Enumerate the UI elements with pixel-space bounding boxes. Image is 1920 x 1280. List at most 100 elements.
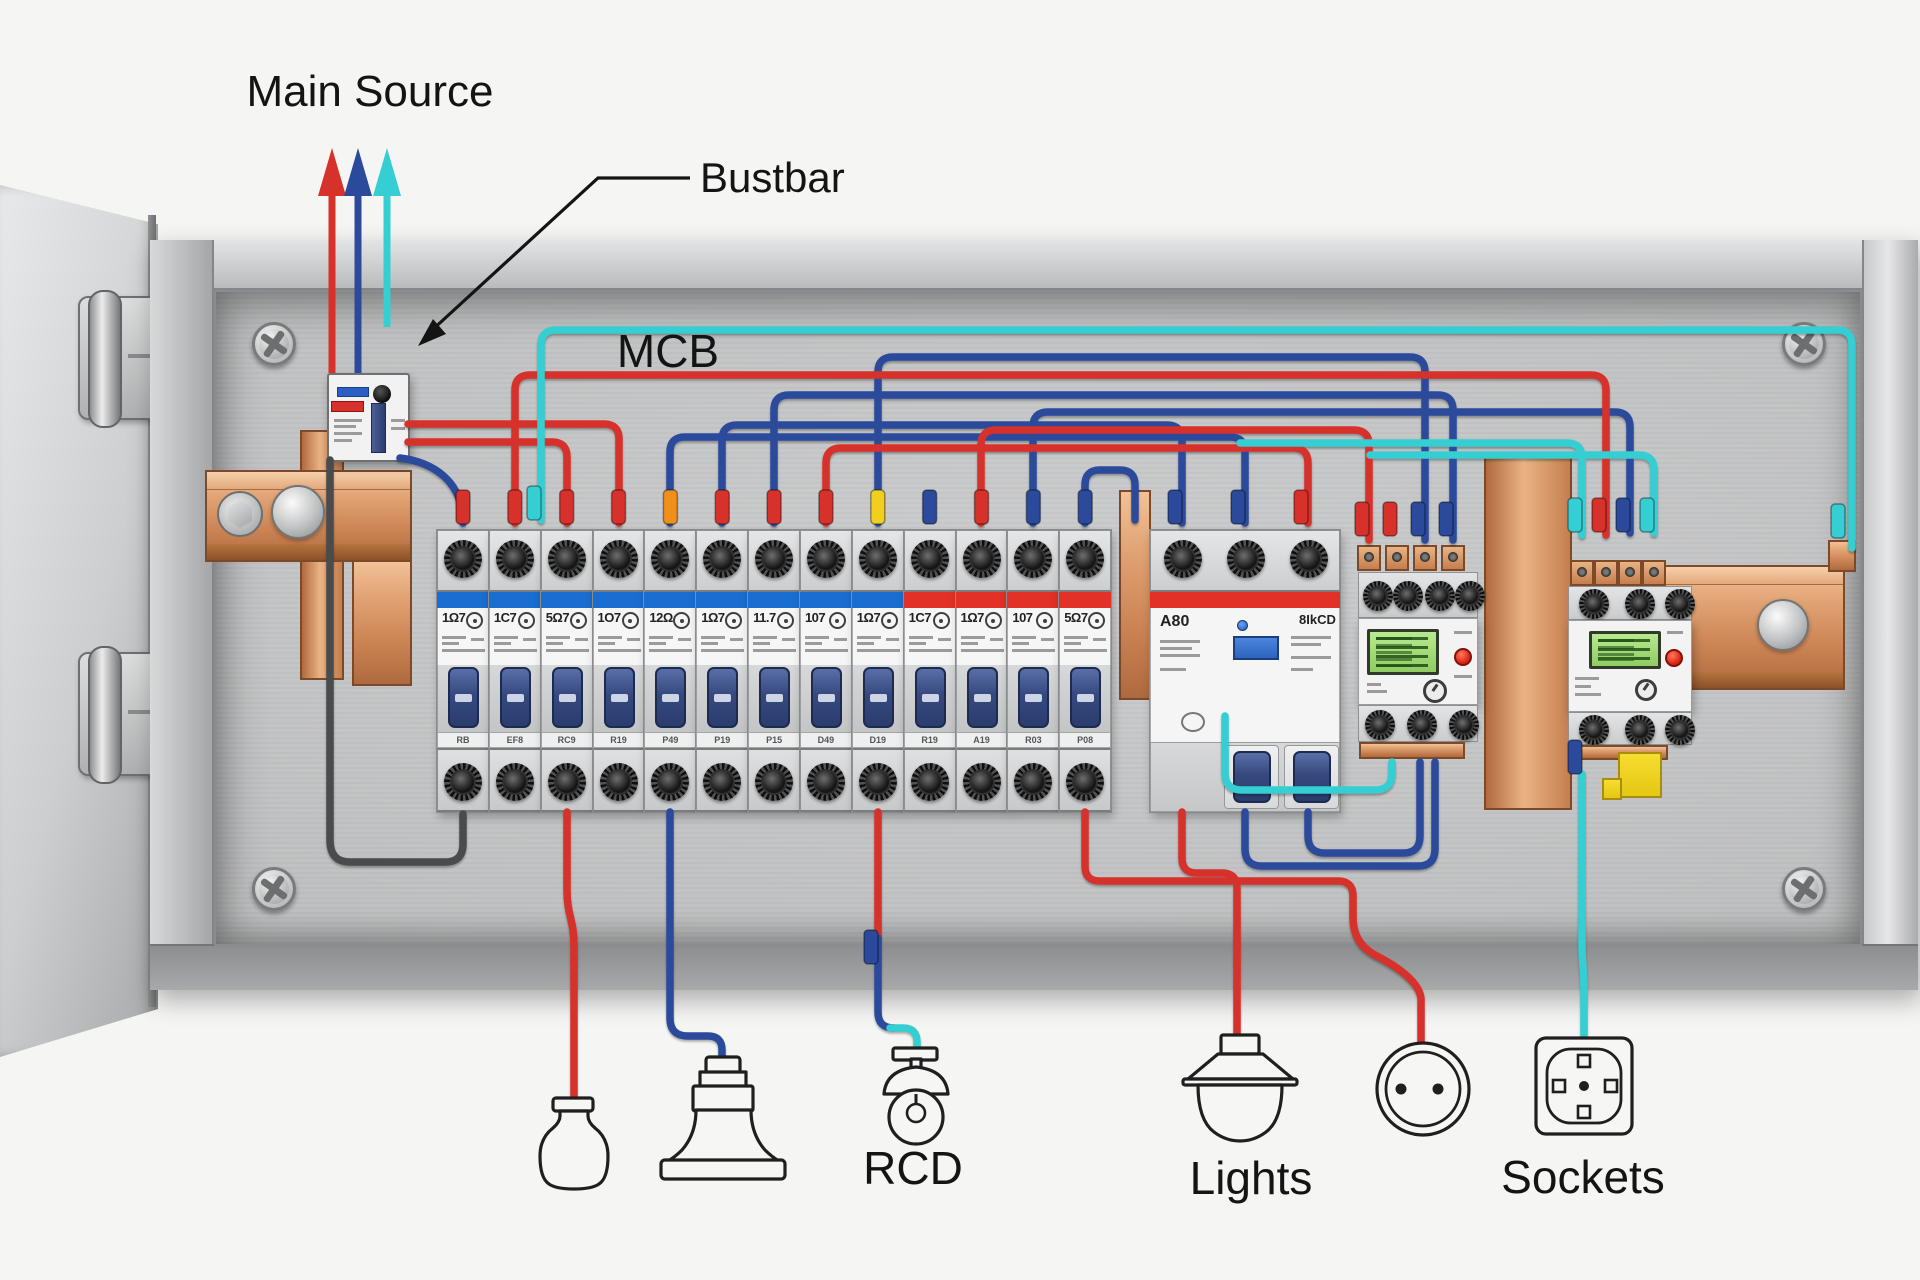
bell-lamp-icon	[659, 1055, 787, 1181]
mcb-code: 1Ω7	[960, 610, 985, 625]
rcd-toggle	[1293, 751, 1331, 803]
terminal-screw	[910, 763, 949, 801]
mcb-toggle-zone	[799, 665, 852, 732]
mcb-code: 1O7	[597, 610, 622, 625]
mcb-stripe	[799, 592, 852, 608]
mcb-dial-icon	[880, 612, 898, 629]
mcb-strip-label: D19	[851, 732, 904, 748]
mcb-top-terminal	[540, 530, 593, 592]
rcd-terminal-row	[1150, 530, 1340, 592]
terminal-screw	[599, 763, 638, 801]
frame-top-face	[150, 240, 1918, 290]
mcb-strip-label: P08	[1059, 732, 1112, 748]
rcd-body: A80 8IkCD	[1150, 608, 1340, 742]
terminal-screw	[806, 540, 845, 578]
mcb-module: 5Ω7 RC9	[539, 529, 594, 813]
mcb-dial-icon	[1088, 612, 1106, 629]
meter-terminal-module	[1568, 586, 1695, 620]
mcb-stripe	[488, 592, 541, 608]
rcd-lamp-icon	[882, 1046, 950, 1146]
mcb-toggle-zone	[488, 665, 541, 732]
frame-bottom-face	[150, 944, 1918, 990]
mcb-strip-label: P19	[696, 732, 749, 748]
terminal-screw	[1014, 540, 1053, 578]
corner-screw-top-right	[1782, 322, 1826, 366]
incomer-knob	[373, 385, 391, 403]
mcb-toggle	[655, 667, 687, 728]
mcb-code: 1Ω7	[442, 610, 466, 625]
corner-screw-bottom-right	[1782, 867, 1826, 911]
mcb-toggle	[759, 667, 791, 728]
mcb-toggle-zone	[1007, 665, 1060, 732]
mcb-toggle-zone	[748, 665, 801, 732]
mcb-dial-icon	[1036, 612, 1054, 629]
mcb-toggle	[707, 667, 739, 728]
mcb-module: 1Ω7 D19	[850, 529, 905, 813]
mcb-code: 12Ω	[649, 610, 673, 625]
mcb-top-terminal	[1007, 530, 1060, 592]
mcb-strip-label: P15	[748, 732, 801, 748]
mcb-stripe	[851, 592, 904, 608]
mcb-top-terminal	[851, 530, 904, 592]
rcd-right-label: 8IkCD	[1299, 612, 1336, 627]
meter-bottom-copper	[1359, 742, 1465, 759]
frame-left-face	[150, 240, 214, 990]
mcb-top-terminal	[903, 530, 956, 592]
mcb-label-area: 1C7	[903, 608, 956, 665]
rcd-toggle-zone	[1150, 742, 1340, 812]
mcb-toggle-zone	[540, 665, 593, 732]
label-sockets: Sockets	[1501, 1151, 1665, 1203]
mcb-stripe	[592, 592, 645, 608]
busbar-left-step	[352, 560, 412, 686]
mcb-label-area: 11.7	[748, 608, 801, 665]
round-socket-icon	[1375, 1041, 1471, 1137]
mcb-module: 12Ω P49	[643, 529, 698, 813]
appliance-symbols	[538, 1033, 1634, 1191]
mcb-code: 107	[1012, 610, 1033, 625]
mcb-label-area: 1C7	[488, 608, 541, 665]
mcb-bottom-terminal	[696, 748, 749, 812]
terminal-screw	[1164, 540, 1202, 578]
terminal-screw	[495, 763, 534, 801]
terminal-screw	[651, 540, 690, 578]
mcb-stripe	[540, 592, 593, 608]
meter-lcd	[1589, 631, 1661, 669]
mcb-toggle	[1070, 667, 1102, 728]
mcb-stripe	[1007, 592, 1060, 608]
mcb-module: 11.7 P15	[747, 529, 802, 813]
mcb-label-area: 107	[1007, 608, 1060, 665]
metering-device-left	[1355, 545, 1485, 760]
corner-screw-top-left	[252, 322, 296, 366]
terminal-screw	[1066, 540, 1105, 578]
terminal-screw	[703, 540, 742, 578]
meter-dial	[1635, 679, 1657, 701]
mcb-label-area: 107	[799, 608, 852, 665]
mcb-dial-icon	[932, 612, 950, 629]
rcd-led	[1237, 620, 1248, 631]
mcb-module: 1Ω7 RB	[436, 529, 490, 813]
mcb-top-terminal	[799, 530, 852, 592]
mcb-dial-icon	[777, 612, 795, 629]
mcb-dial-icon	[828, 612, 846, 629]
mcb-toggle-zone	[437, 665, 489, 732]
terminal-screw	[547, 540, 586, 578]
mcb-strip-label: EF8	[488, 732, 541, 748]
mcb-bottom-terminal	[799, 748, 852, 812]
mcb-bottom-terminal	[1059, 748, 1112, 812]
meter-terminal-module	[1358, 705, 1479, 742]
mcb-code: 1Ω7	[856, 610, 881, 625]
meter-body	[1568, 620, 1692, 712]
mcb-toggle-zone	[851, 665, 904, 732]
mcb-toggle	[603, 667, 635, 728]
mcb-module: 1O7 R19	[591, 529, 646, 813]
bulb-icon	[538, 1096, 610, 1191]
frame-right-face	[1862, 240, 1918, 990]
mcb-code: 1C7	[908, 610, 932, 625]
label-rcd: RCD	[863, 1142, 963, 1194]
mcb-strip-label: RC9	[540, 732, 593, 748]
mcb-toggle-zone	[592, 665, 645, 732]
terminal-screw	[1290, 540, 1328, 578]
mcb-module: 1C7 EF8	[487, 529, 542, 813]
mcb-toggle	[551, 667, 583, 728]
